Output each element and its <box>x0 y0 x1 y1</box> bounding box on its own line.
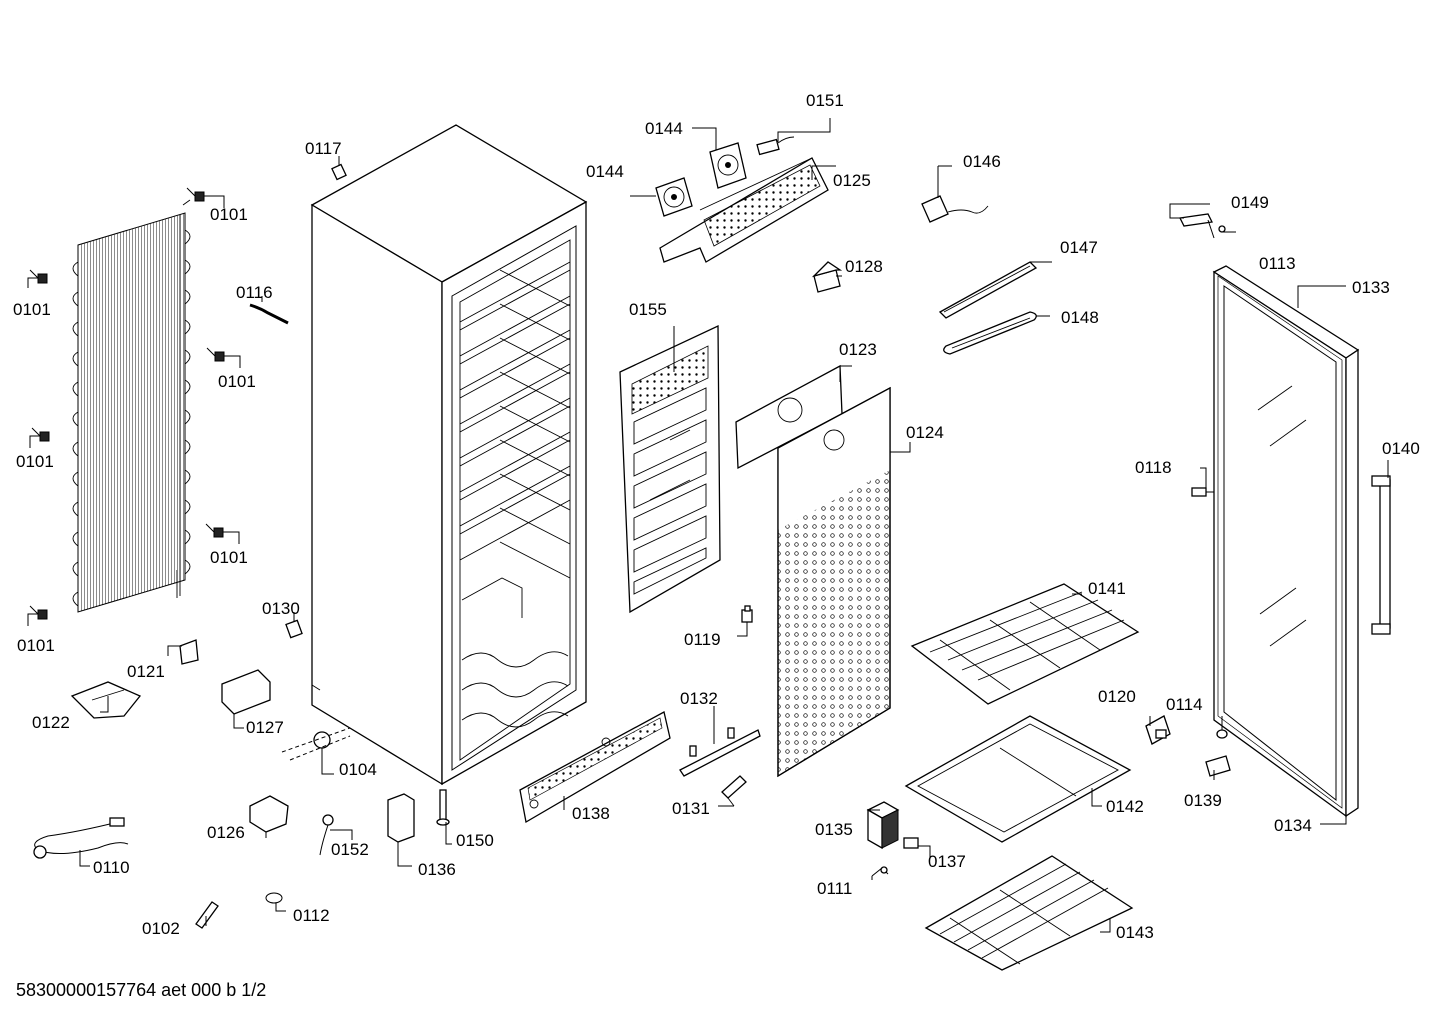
drain-tube-icon <box>195 901 219 929</box>
part-label: 0141 <box>1088 579 1126 598</box>
part-label: 0134 <box>1274 816 1312 835</box>
part-label: 0140 <box>1382 439 1420 458</box>
part-label: 0151 <box>806 91 844 110</box>
fan-icon <box>709 142 747 189</box>
part-label: 0132 <box>680 689 718 708</box>
part-label: 0110 <box>93 858 130 877</box>
cabinet-body <box>310 124 588 786</box>
sensor-probe-icon <box>756 136 795 156</box>
foot-screw-icon <box>436 789 450 826</box>
part-label: 0121 <box>127 662 165 681</box>
washer-icon <box>1218 225 1226 233</box>
lamp-switch-icon <box>921 166 989 223</box>
part-label: 0146 <box>963 152 1001 171</box>
part-label: 0116 <box>236 283 273 302</box>
door-pin-icon <box>1191 487 1214 497</box>
part-label: 0136 <box>418 860 456 879</box>
part-label: 0101 <box>17 636 55 655</box>
condenser-coil <box>72 199 191 613</box>
part-label: 0147 <box>1060 238 1098 257</box>
lock-block-icon <box>1145 715 1171 745</box>
drip-tray <box>70 681 142 719</box>
hinge-bracket-icon <box>1179 213 1215 239</box>
door-handle <box>1371 475 1391 635</box>
bulb-icon <box>331 163 347 181</box>
knob-icon <box>741 605 753 623</box>
part-label: 0104 <box>339 760 377 779</box>
glass-door <box>1212 265 1360 818</box>
part-label: 0101 <box>210 205 248 224</box>
part-label: 0126 <box>207 823 245 842</box>
glass-shelf <box>904 715 1132 843</box>
part-label: 0148 <box>1061 308 1099 327</box>
leader-lines <box>27 118 1389 933</box>
part-label: 0114 <box>1166 695 1203 714</box>
trim-strip <box>938 261 1038 319</box>
part-label: 0138 <box>572 804 610 823</box>
part-label: 0102 <box>142 919 180 938</box>
part-label: 0144 <box>645 119 683 138</box>
part-label: 0143 <box>1116 923 1154 942</box>
part-label: 0120 <box>1098 687 1136 706</box>
hinge-holder-icon <box>179 639 199 665</box>
part-label: 0101 <box>210 548 248 567</box>
key-icon <box>871 866 889 877</box>
part-label: 0117 <box>305 139 342 158</box>
relay-box-icon <box>221 669 271 715</box>
connector-block-icon <box>811 261 843 293</box>
part-label: 0131 <box>672 799 710 818</box>
lamp-bulb-icon <box>319 814 334 856</box>
part-label: 0142 <box>1106 797 1144 816</box>
thermostat-icon <box>281 727 351 761</box>
drawing-code: 58300000157764 aet 000 b 1/2 <box>16 980 267 1000</box>
part-label: 0123 <box>839 340 877 359</box>
part-label: 0130 <box>262 599 300 618</box>
cable-clip-icon <box>249 303 289 325</box>
trim-cover <box>943 311 1037 355</box>
control-panel-board <box>619 324 721 614</box>
lock-cylinder-icon <box>903 837 919 849</box>
lock-housing-icon <box>866 801 900 850</box>
fan-cover <box>659 157 829 263</box>
part-label: 0150 <box>456 831 494 850</box>
roller-icon <box>1205 755 1231 777</box>
part-label: 0127 <box>246 718 284 737</box>
part-label: 0152 <box>331 840 369 859</box>
perforated-rear-panel <box>777 386 891 778</box>
part-labels: 0101 0101 0101 0101 0101 0101 0102 0104 … <box>13 91 1420 942</box>
part-label: 0133 <box>1352 278 1390 297</box>
terminal-block-icon <box>387 793 415 843</box>
cap-icon <box>1216 729 1228 739</box>
wire-shelf-lower <box>924 855 1134 971</box>
fan-icon <box>655 177 693 217</box>
part-label: 0139 <box>1184 791 1222 810</box>
part-label: 0118 <box>1135 458 1172 477</box>
part-label: 0113 <box>1259 254 1296 273</box>
part-label: 0149 <box>1231 193 1269 212</box>
part-label: 0111 <box>817 879 852 898</box>
part-label: 0137 <box>928 852 966 871</box>
part-label: 0125 <box>833 171 871 190</box>
plug-socket-icon <box>285 619 303 639</box>
part-label: 0155 <box>629 300 667 319</box>
part-label: 0101 <box>13 300 51 319</box>
part-label: 0124 <box>906 423 944 442</box>
part-label: 0119 <box>684 630 721 649</box>
part-label: 0128 <box>845 257 883 276</box>
wire-shelf <box>910 583 1140 705</box>
base-grille-plate <box>519 711 671 824</box>
part-label: 0135 <box>815 820 853 839</box>
part-label: 0101 <box>16 452 54 471</box>
part-label: 0144 <box>586 162 624 181</box>
power-cord-icon <box>33 817 129 859</box>
hinge-pin-icon <box>721 775 747 807</box>
hinge-bar-icon <box>679 727 761 777</box>
part-label: 0112 <box>293 906 330 925</box>
clamp-ring-icon <box>265 892 283 904</box>
part-label: 0101 <box>218 372 256 391</box>
compressor-block-icon <box>249 795 289 833</box>
part-label: 0122 <box>32 713 70 732</box>
